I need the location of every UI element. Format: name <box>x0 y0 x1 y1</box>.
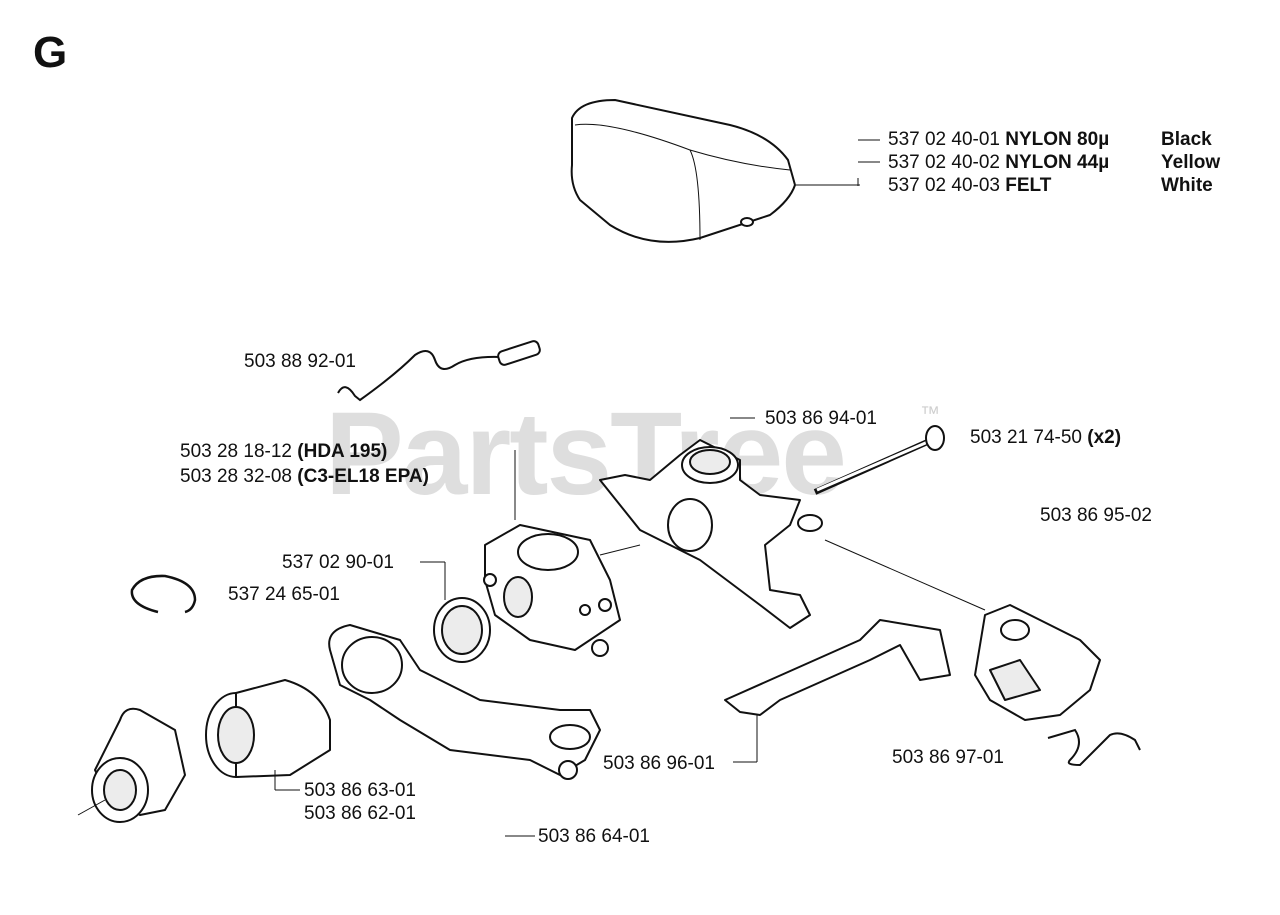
watermark-tm: ™ <box>920 403 940 425</box>
spring-lever-part[interactable] <box>1047 728 1141 767</box>
part-number: 537 02 40-03 <box>888 175 1000 196</box>
wire-link-part[interactable] <box>337 340 541 402</box>
rod-label[interactable]: 503 86 96-01 <box>603 753 715 774</box>
bolt-label[interactable]: 503 21 74-50 (x2) <box>970 427 1122 448</box>
carb1-label[interactable]: 503 28 18-12 (HDA 195) <box>180 441 388 462</box>
filter-material: FELT <box>1005 175 1052 196</box>
filter-material: NYLON 80µ <box>1005 129 1110 150</box>
part-number: 537 02 40-01 <box>888 129 1000 150</box>
bolt-part[interactable] <box>813 425 945 495</box>
intake-boot-part[interactable] <box>205 679 331 778</box>
part-number: 537 02 40-02 <box>888 152 1000 173</box>
air-filter-part[interactable] <box>570 99 796 243</box>
lever-label[interactable]: 503 86 97-01 <box>892 747 1004 768</box>
watermark: PartsTree <box>325 388 847 520</box>
plate-label[interactable]: 503 86 64-01 <box>538 826 650 847</box>
circlip-part[interactable] <box>130 574 197 614</box>
holder-part[interactable] <box>599 439 823 629</box>
guard-label[interactable]: 503 86 95-02 <box>1040 505 1152 526</box>
gasket-part[interactable] <box>433 597 491 663</box>
filter-row[interactable]: 537 02 40-02 NYLON 44µ <box>888 153 1109 172</box>
guard-part[interactable] <box>974 604 1101 721</box>
carb2-label[interactable]: 503 28 32-08 (C3-EL18 EPA) <box>180 466 429 487</box>
flange-part[interactable] <box>91 707 186 823</box>
boot2-label[interactable]: 503 86 62-01 <box>304 803 416 824</box>
filter-material: NYLON 44µ <box>1005 152 1110 173</box>
gasket-label[interactable]: 537 02 90-01 <box>282 552 394 573</box>
wire-label[interactable]: 503 88 92-01 <box>244 351 356 372</box>
filter-color: Black <box>1161 129 1212 150</box>
clip-label[interactable]: 537 24 65-01 <box>228 584 340 605</box>
filter-row[interactable]: 537 02 40-01 NYLON 80µ <box>888 130 1109 149</box>
intake-plate-part[interactable] <box>328 624 601 780</box>
carburetor-part[interactable] <box>483 524 621 657</box>
boot1-label[interactable]: 503 86 63-01 <box>304 780 416 801</box>
filter-row[interactable]: 537 02 40-03 FELT <box>888 176 1051 195</box>
holder-label[interactable]: 503 86 94-01 <box>765 408 877 429</box>
throttle-rod-part[interactable] <box>724 619 951 716</box>
filter-color: Yellow <box>1161 152 1221 173</box>
filter-color: White <box>1161 175 1213 196</box>
section-label: G <box>33 28 68 77</box>
